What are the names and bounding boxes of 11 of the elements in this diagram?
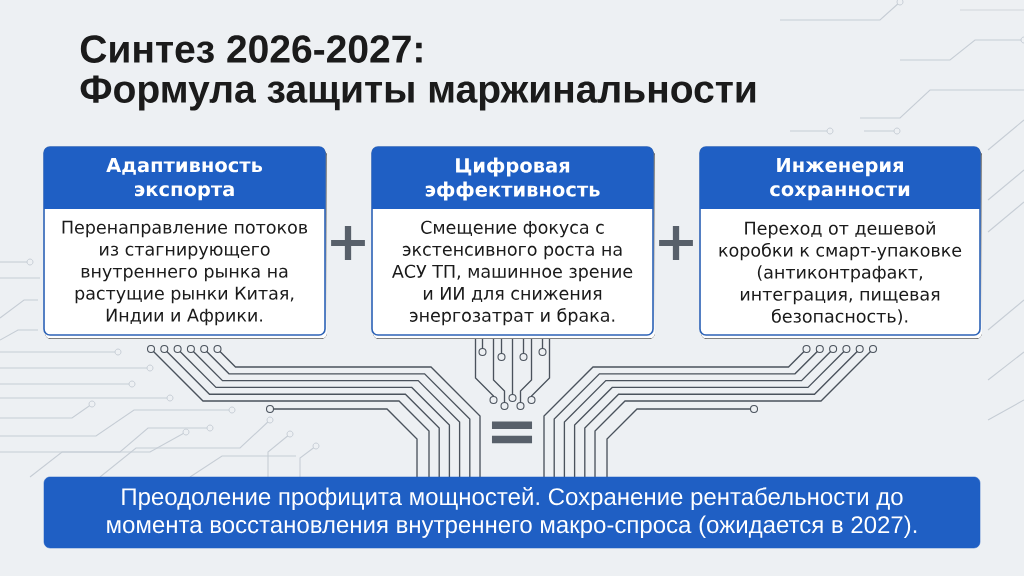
card-text: Переход от дешевой коробки к смарт-упаковке (антиконтрафакт, интеграция, пищевая безопасность). [719, 221, 962, 325]
card-text: Смещение фокуса с экстенсивного роста на АСУ ТП, машинное зрение и ИИ для снижения энергозатрат и брака. [392, 220, 633, 326]
title: Синтез 2026-2027: Формула защиты маржинальности [80, 35, 756, 111]
card-header: Инженерия сохранности [700, 147, 980, 209]
plus-sign: + [659, 226, 693, 260]
result-bar: Преодоление профицита мощностей. Сохранение рентабельности до момента восстановления внутреннего макро-спроса (ожидается в 2027). [43, 476, 981, 549]
card-header: Адаптивность экспорта [44, 147, 325, 209]
card-header: Цифровая эффективность [372, 147, 653, 209]
equals-sign: = [491, 421, 533, 444]
plus-sign: + [331, 226, 365, 260]
card-text: Перенаправление потоков из стагнирующего внутреннего рынка на растущие рынки Китая, Индии и Африки. [62, 220, 308, 326]
